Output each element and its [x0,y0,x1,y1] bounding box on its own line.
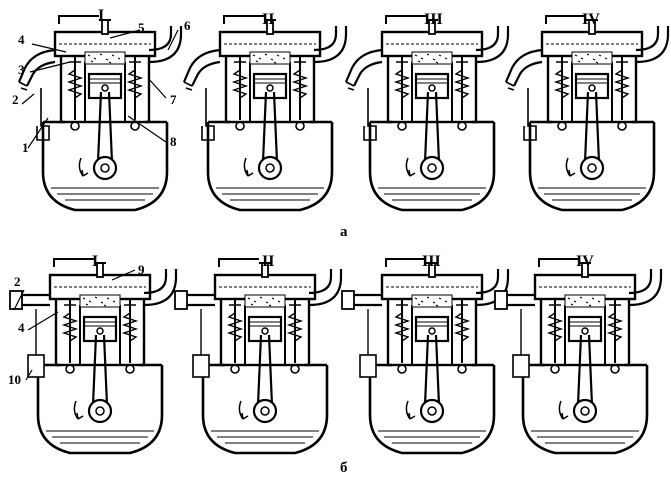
row-b-caption: б [340,460,348,476]
stroke-label-a-1: I [98,7,104,24]
row-a-leaders [21,29,179,149]
callout-a-1: 1 [22,140,29,155]
callout-a-8: 8 [170,134,177,149]
stroke-label-b-2: II [262,253,274,270]
row-a-labels: I II III IV 1 2 3 4 5 6 7 8 а [12,7,600,240]
stroke-label-a-3: III [424,11,443,28]
row-a-engines [17,14,670,212]
stroke-label-a-4: IV [582,11,600,28]
row-a-caption: а [340,224,348,240]
callout-a-6: 6 [184,18,191,33]
engine-a-4 [504,14,670,212]
row-b-leaders [13,269,136,381]
engine-b-2 [173,257,343,455]
stroke-label-b-1: I [92,253,98,270]
engine-a-3 [344,14,510,212]
callout-b-9: 9 [138,262,145,277]
engine-b-3 [340,257,510,455]
stroke-label-b-3: III [422,253,441,270]
callout-a-5: 5 [138,20,145,35]
row-b-engines [8,257,663,455]
callout-a-2: 2 [12,92,19,107]
callout-b-2: 2 [14,274,21,289]
stroke-label-b-4: IV [576,253,594,270]
callout-b-4: 4 [18,320,25,335]
engine-a-2 [182,14,348,212]
callout-a-4: 4 [18,32,25,47]
callout-b-10: 10 [8,372,21,387]
callout-a-7: 7 [170,92,177,107]
stroke-label-a-2: II [262,11,274,28]
engine-b-1 [8,257,178,455]
callout-a-3: 3 [18,62,25,77]
row-b-labels: I II III IV 2 4 9 10 б [8,253,594,476]
engine-a-1 [17,14,183,212]
engine-b-4 [493,257,663,455]
